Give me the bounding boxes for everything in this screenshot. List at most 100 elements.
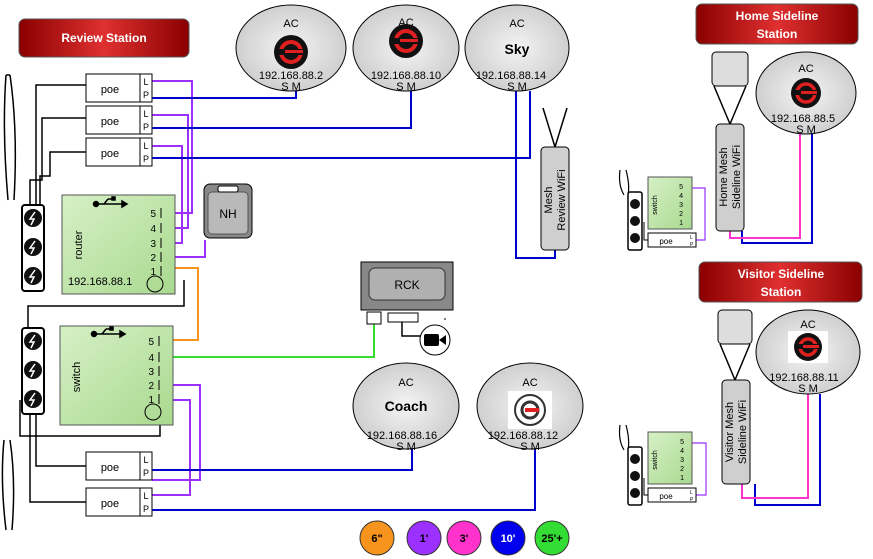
review-station: Review Station poe L P: [18, 4, 584, 517]
switch-port-2: 2: [148, 381, 154, 392]
ac-logo-icon: [274, 35, 308, 69]
power-strip-top: [21, 204, 45, 292]
router-port-2: 2: [150, 253, 156, 264]
legend-label: 6": [371, 533, 382, 545]
outlet-icon: [24, 209, 42, 227]
visitor-sideline-banner: [698, 261, 863, 303]
router-port-3: 3: [150, 239, 156, 250]
home-mini-rack: switch 5 4 3 2 1 poe L P: [618, 169, 697, 251]
ac-ip: 192.168.88.2: [259, 70, 323, 82]
visitor-poe-l: L: [690, 490, 693, 496]
cables: [1, 74, 821, 531]
poe-port-l: L: [143, 109, 148, 119]
ac-ports: S M: [520, 441, 540, 453]
ac-ip: 192.168.88.10: [371, 70, 441, 82]
ac-title: AC: [522, 377, 537, 389]
nh-label: NH: [219, 207, 236, 221]
legend-10ft: [490, 520, 526, 556]
mesh-review-wifi: Mesh Review WiFi: [540, 107, 570, 251]
switch-port-3: 3: [148, 367, 154, 378]
ac-title: AC: [800, 319, 815, 331]
usb-icon: [90, 326, 127, 339]
blue-cables: [152, 91, 821, 511]
green-cables: [172, 318, 375, 358]
ac-ip: 192.168.88.12: [488, 430, 558, 442]
ac-logo-icon: [389, 24, 423, 58]
switch-port-4: 4: [148, 353, 154, 364]
rck-serial-port: [387, 312, 419, 323]
visitor-port-5: 5: [680, 439, 684, 446]
ac-logo-icon: [788, 331, 828, 363]
home-port-2: 2: [679, 211, 683, 218]
review-station-title: Review Station: [61, 31, 146, 45]
home-mesh-line2: Sideline WiFi: [731, 145, 743, 209]
visitor-port-3: 3: [680, 457, 684, 464]
router: router 192.168.88.1 5 4 3 2 1: [61, 194, 176, 295]
router-port-4: 4: [150, 224, 156, 235]
home-poe-p: P: [690, 242, 694, 248]
outlet-icon: [24, 361, 42, 379]
cable-legend: 6" 1' 3' 10' 25'+: [359, 520, 570, 556]
rck-label: RCK: [394, 278, 419, 292]
mesh-wifi-line2: Review WiFi: [556, 169, 568, 230]
legend-label: 10': [501, 533, 516, 545]
router-ip: 192.168.88.1: [68, 276, 132, 288]
visitor-port-4: 4: [680, 448, 684, 455]
access-point-1: AC 192.168.88.2 S M: [235, 4, 347, 93]
router-port-1: 1: [150, 267, 156, 278]
ac-ports: S M: [796, 124, 816, 136]
home-access-point: AC 192.168.88.5 S M: [755, 51, 857, 136]
home-port-3: 3: [679, 202, 683, 209]
legend-3ft: [446, 520, 482, 556]
switch-port-1: 1: [148, 395, 154, 406]
ac-title: AC: [398, 377, 413, 389]
legend-1ft: [406, 520, 442, 556]
antenna-icon: [542, 107, 568, 148]
home-sideline-title-2: Station: [757, 27, 798, 41]
ac-title: AC: [509, 18, 524, 30]
ac-ports: S M: [798, 383, 818, 395]
poe-port-l: L: [143, 455, 148, 465]
access-point-5: AC 192.168.88.12 S M: [476, 362, 584, 453]
outlet-icon: [24, 238, 42, 256]
visitor-camera-box: [717, 309, 753, 345]
poe-port-p: P: [143, 504, 149, 514]
purple-cables: [152, 80, 206, 496]
home-switch-label: switch: [652, 195, 659, 215]
poe-label: poe: [101, 498, 119, 510]
poe-unit-1: poe L P: [85, 73, 153, 103]
poe-unit-3: poe L P: [85, 137, 153, 167]
outlet-icon: [630, 488, 640, 498]
poe-unit-5: poe L P: [85, 487, 153, 517]
visitor-port-1: 1: [680, 475, 684, 482]
poe-label: poe: [101, 148, 119, 160]
outlet-icon: [630, 216, 640, 226]
visitor-access-point: AC 192.168.88.11 S M: [755, 309, 861, 395]
rck-ethernet-port: [366, 311, 382, 325]
visitor-mini-rack: switch 5 4 3 2 1 poe L P: [618, 424, 697, 506]
home-sideline-banner: [695, 3, 859, 45]
ac-ports: S M: [281, 81, 301, 93]
review-station-banner: [18, 18, 190, 58]
home-port-1: 1: [679, 220, 683, 227]
home-camera-box: [711, 51, 749, 87]
visitor-sideline-station: Visitor Sideline Station Visitor Mesh Si…: [618, 261, 863, 506]
ac-ip: 192.168.88.14: [476, 70, 546, 82]
ac-ip: 192.168.88.16: [367, 430, 437, 442]
outlet-icon: [24, 332, 42, 350]
poe-port-l: L: [143, 141, 148, 151]
poe-label: poe: [101, 116, 119, 128]
outlet-icon: [630, 199, 640, 209]
poe-port-p: P: [143, 122, 149, 132]
poe-unit-2: poe L P: [85, 105, 153, 135]
visitor-poe-label: poe: [659, 492, 673, 501]
visitor-sideline-title-2: Station: [761, 285, 802, 299]
ac-ip: 192.168.88.5: [771, 113, 835, 125]
poe-port-l: L: [143, 77, 148, 87]
poe-label: poe: [101, 84, 119, 96]
usb-icon: [92, 196, 129, 209]
router-power-port: [146, 275, 164, 293]
power-strip-bottom: [21, 327, 45, 415]
switch-label: switch: [71, 362, 83, 393]
